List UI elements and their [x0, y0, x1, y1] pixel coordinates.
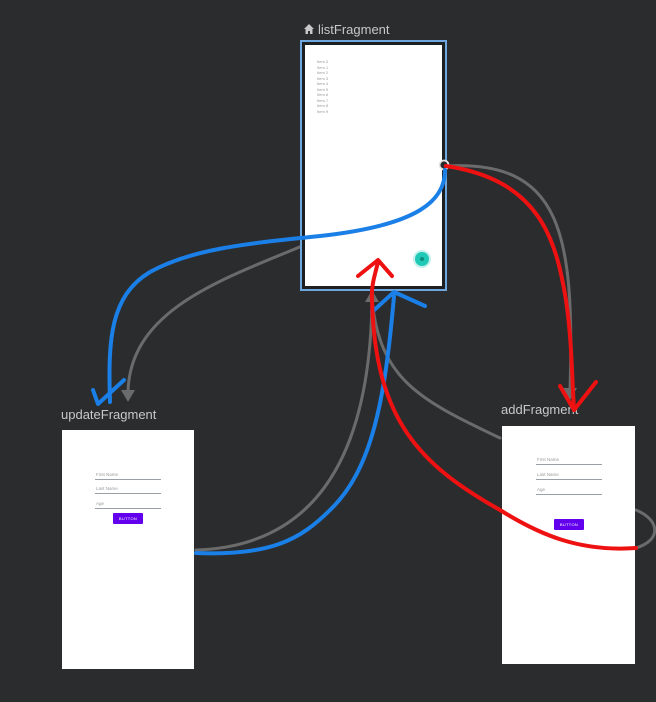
red-arrowhead-list — [356, 258, 394, 278]
floating-action-button[interactable] — [415, 252, 429, 266]
list-fragment-title: listFragment — [318, 22, 390, 37]
list-item: Item 4 — [317, 81, 329, 86]
update-fragment-frame[interactable]: First Name Last Name Age BUTTON — [62, 430, 194, 669]
list-item: Item 9 — [317, 108, 329, 114]
list-item: Item 6 — [317, 92, 329, 97]
action-add-to-list[interactable] — [370, 298, 502, 440]
list-item: Item 5 — [317, 86, 329, 92]
add-fragment-frame[interactable]: First Name Last Name Age BUTTON — [502, 426, 635, 664]
action-add-exit[interactable] — [634, 508, 656, 550]
red-annotation-list-to-add — [444, 164, 576, 412]
age-field[interactable]: Age — [536, 485, 602, 495]
age-field[interactable]: Age — [95, 499, 161, 509]
list-fragment-frame[interactable]: Item 0 Item 1 Item 2 Item 3 Item 4 Item … — [300, 40, 447, 291]
first-name-field[interactable]: First Name — [95, 470, 161, 480]
blue-arrowhead-list — [370, 290, 427, 314]
blue-annotation-list-to-update — [107, 168, 447, 404]
item-list: Item 0 Item 1 Item 2 Item 3 Item 4 Item … — [317, 59, 328, 114]
update-fragment-label: updateFragment — [61, 407, 157, 422]
red-annotation-add-to-list — [369, 260, 638, 551]
list-item: Item 3 — [317, 75, 329, 81]
list-item: Item 7 — [317, 97, 329, 103]
add-button[interactable]: BUTTON — [554, 519, 584, 530]
first-name-field[interactable]: First Name — [536, 455, 602, 465]
blue-annotation-update-to-list — [194, 294, 396, 556]
red-arrowhead-add — [558, 380, 598, 412]
add-fragment-label: addFragment — [501, 402, 579, 417]
last-name-field[interactable]: Last Name — [95, 484, 161, 494]
list-fragment-label: listFragment — [303, 22, 390, 37]
arrowhead-to-update — [121, 390, 135, 402]
list-item: Item 0 — [317, 59, 329, 64]
last-name-field[interactable]: Last Name — [536, 470, 602, 480]
blue-arrowhead-update — [91, 378, 126, 406]
list-item: Item 8 — [317, 103, 329, 108]
list-item: Item 1 — [317, 64, 329, 70]
action-update-to-list[interactable] — [194, 298, 374, 552]
action-list-to-update[interactable] — [126, 242, 309, 394]
list-item: Item 2 — [317, 70, 329, 75]
update-button[interactable]: BUTTON — [113, 513, 143, 524]
home-icon — [304, 24, 314, 34]
